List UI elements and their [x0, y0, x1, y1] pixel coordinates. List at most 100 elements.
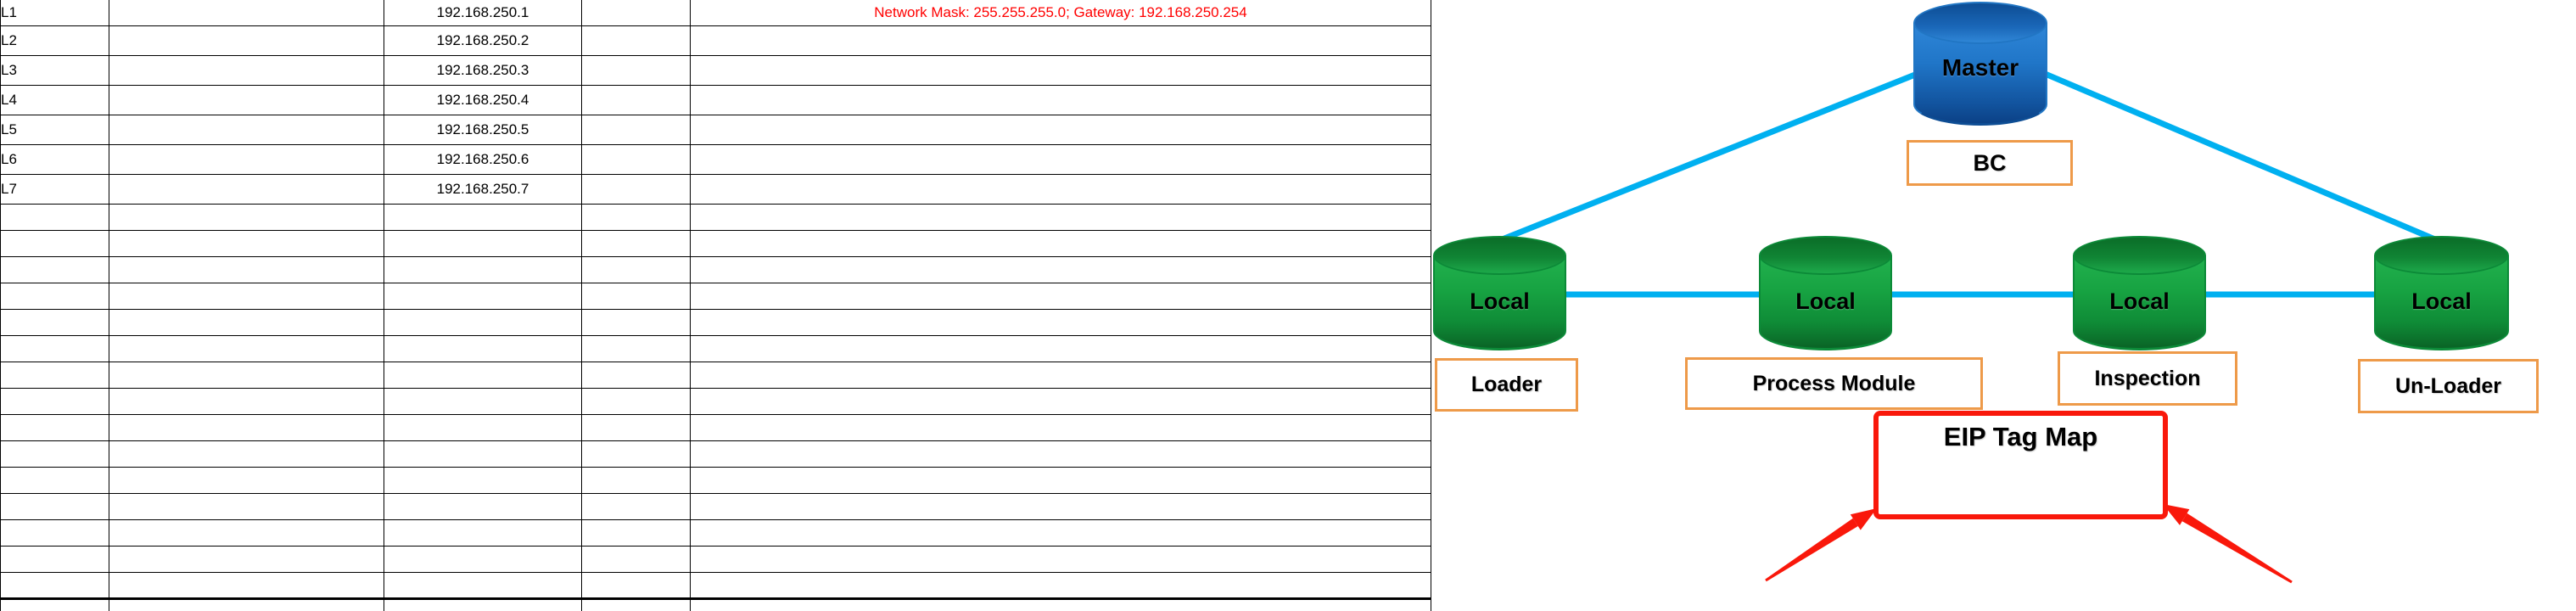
network-note-cell[interactable] — [690, 334, 1431, 362]
empty-cell[interactable] — [109, 413, 384, 441]
ip-address-cell[interactable] — [384, 282, 582, 310]
ip-address-cell[interactable]: 192.168.250.2 — [384, 25, 582, 56]
network-note-cell[interactable] — [690, 255, 1431, 283]
device-label-cell[interactable] — [0, 308, 109, 336]
connector-master-to-unloader — [2041, 70, 2439, 244]
master-database-cylinder: Master — [1913, 2, 2047, 126]
ip-address-cell[interactable]: 192.168.250.4 — [384, 84, 582, 115]
bc-label: BC — [1973, 149, 2007, 176]
network-note-cell[interactable] — [690, 361, 1431, 389]
device-label-cell[interactable] — [0, 571, 109, 600]
empty-cell[interactable] — [581, 334, 691, 362]
network-note-cell[interactable] — [690, 173, 1431, 205]
loader-label: Loader — [1470, 373, 1543, 396]
empty-cell[interactable] — [581, 173, 691, 205]
ip-address-cell[interactable] — [384, 334, 582, 362]
empty-cell[interactable] — [581, 387, 691, 415]
cylinder-top — [2073, 236, 2206, 275]
empty-cell[interactable] — [109, 282, 384, 310]
empty-cell[interactable] — [109, 466, 384, 494]
table-row — [0, 387, 1431, 415]
eip-callout-arrow-right — [2163, 504, 2293, 584]
network-note-cell[interactable] — [690, 143, 1431, 175]
empty-cell[interactable] — [581, 571, 691, 600]
table-row: L4 192.168.250.4 — [0, 84, 1431, 115]
local-database-cylinder-process-module: Local — [1759, 236, 1892, 350]
network-note-cell[interactable]: Network Mask: 255.255.255.0; Gateway: 19… — [690, 0, 1431, 26]
network-note-cell[interactable] — [690, 282, 1431, 310]
device-label-cell[interactable]: L5 — [0, 114, 109, 145]
ip-address-cell[interactable] — [384, 308, 582, 336]
network-note-cell[interactable] — [690, 84, 1431, 115]
network-note-cell[interactable] — [690, 203, 1431, 231]
device-label-cell[interactable] — [0, 440, 109, 468]
local-database-cylinder-inspection: Local — [2073, 236, 2206, 350]
device-label-cell[interactable]: L1 — [0, 0, 109, 26]
device-label-cell[interactable]: L2 — [0, 25, 109, 56]
empty-cell[interactable] — [581, 54, 691, 86]
cylinder-top — [2374, 236, 2509, 275]
ip-address-cell[interactable]: 192.168.250.7 — [384, 173, 582, 205]
empty-cell[interactable] — [581, 229, 691, 257]
process-module-label: Process Module — [1752, 371, 1916, 395]
table-row — [0, 466, 1431, 494]
device-label-cell[interactable]: L4 — [0, 84, 109, 115]
empty-cell[interactable] — [109, 519, 384, 547]
cylinder-top — [1913, 2, 2047, 44]
unloader-label: Un-Loader — [2395, 373, 2501, 398]
eip-callout-arrow-left — [1765, 508, 1877, 582]
network-note-cell[interactable] — [690, 571, 1431, 600]
table-row — [0, 413, 1431, 441]
empty-cell[interactable] — [581, 519, 691, 547]
ip-address-cell[interactable]: 192.168.250.5 — [384, 114, 582, 145]
table-row: L2 192.168.250.2 — [0, 25, 1431, 56]
network-note-cell[interactable] — [690, 440, 1431, 468]
ip-address-cell[interactable] — [384, 545, 582, 573]
master-db-label: Master — [1941, 54, 2019, 81]
table-row — [0, 440, 1431, 468]
empty-cell[interactable] — [109, 173, 384, 205]
network-note-cell[interactable] — [690, 413, 1431, 441]
empty-cell[interactable] — [581, 466, 691, 494]
empty-cell[interactable] — [109, 571, 384, 600]
local-database-cylinder-unloader: Local — [2374, 236, 2509, 350]
table-row — [0, 545, 1431, 573]
device-label-cell[interactable] — [0, 519, 109, 547]
table-row — [0, 597, 1431, 611]
ip-address-cell[interactable] — [384, 413, 582, 441]
ip-address-cell[interactable]: 192.168.250.6 — [384, 143, 582, 175]
empty-cell[interactable] — [109, 361, 384, 389]
empty-cell[interactable] — [581, 0, 691, 26]
network-note-cell[interactable] — [690, 54, 1431, 86]
ip-address-cell[interactable] — [384, 571, 582, 600]
loader-label-box: Loader — [1435, 358, 1578, 412]
table-row — [0, 282, 1431, 310]
ip-address-cell[interactable] — [384, 255, 582, 283]
table-row: L7 192.168.250.7 — [0, 173, 1431, 205]
empty-cell[interactable] — [581, 203, 691, 231]
device-label-cell[interactable] — [0, 361, 109, 389]
empty-cell[interactable] — [109, 334, 384, 362]
device-label-cell[interactable]: L7 — [0, 173, 109, 205]
local-db-label: Local — [1470, 289, 1530, 314]
device-label-cell[interactable] — [0, 387, 109, 415]
table-row — [0, 255, 1431, 283]
empty-cell[interactable] — [109, 25, 384, 56]
ip-address-cell[interactable] — [384, 229, 582, 257]
device-label-cell[interactable] — [0, 466, 109, 494]
table-row — [0, 203, 1431, 231]
network-note-cell[interactable] — [690, 597, 1431, 611]
eip-tag-map-label: EIP Tag Map — [1943, 422, 2098, 451]
empty-cell[interactable] — [109, 114, 384, 145]
cylinder-top — [1759, 236, 1892, 275]
network-note-cell[interactable] — [690, 545, 1431, 573]
empty-cell[interactable] — [109, 54, 384, 86]
empty-cell[interactable] — [581, 255, 691, 283]
ip-address-cell[interactable] — [384, 361, 582, 389]
empty-cell[interactable] — [109, 440, 384, 468]
